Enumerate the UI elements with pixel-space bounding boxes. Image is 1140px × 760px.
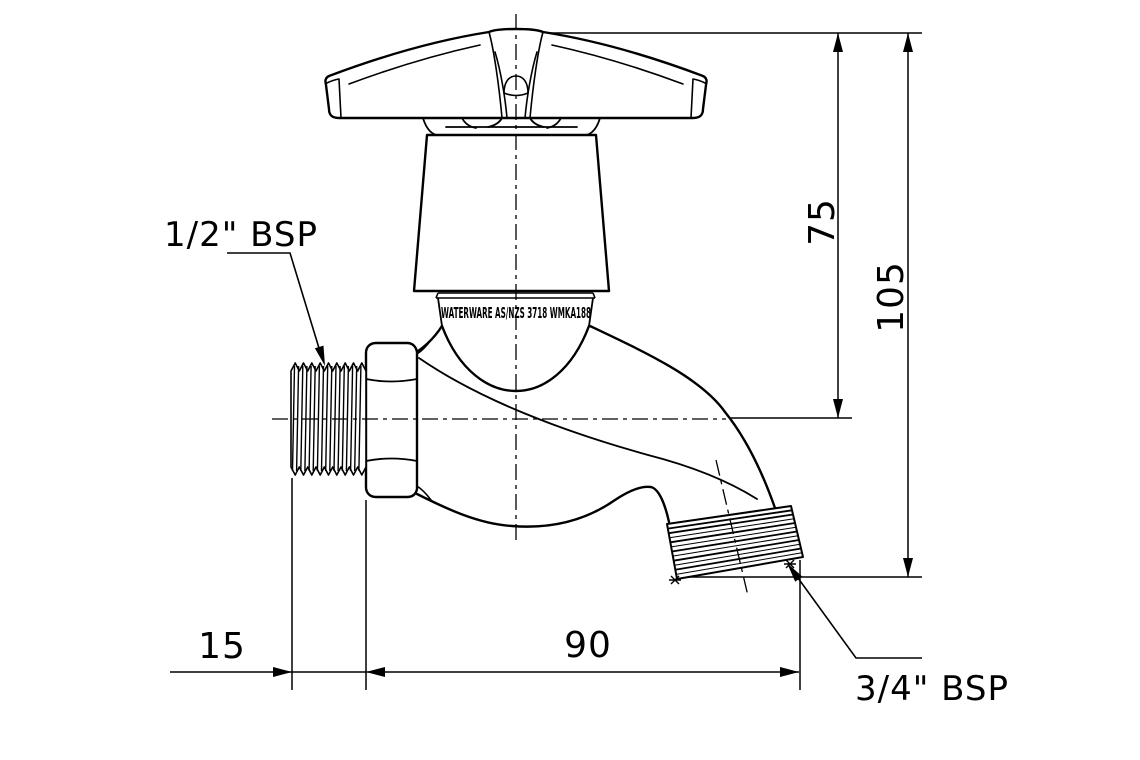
- arrow-105-top: [903, 33, 913, 52]
- body-marking-text: WATERWARE AS/NZS 3718 WMKA188: [441, 304, 591, 322]
- marking-band: [437, 297, 594, 327]
- body-bulge-crease: [418, 357, 758, 500]
- inlet-size-label: 1/2" BSP: [164, 215, 318, 255]
- dim-value-15: 15: [198, 626, 246, 667]
- drawing-text: 1/2" BSP 3/4" BSP WATERWARE AS/NZS 3718 …: [164, 198, 1009, 709]
- arrow-15-right: [273, 667, 292, 677]
- nut-fillet-bottom: [416, 485, 432, 501]
- handle-right-cap-line: [690, 78, 706, 119]
- leader-arrowheads: [314, 345, 803, 582]
- valve-body: [408, 324, 777, 528]
- handle-hub-inner-right: [524, 51, 538, 119]
- thread-runout-marks: [669, 559, 796, 585]
- nut-facet-top: [365, 378, 418, 383]
- nut-outline: [364, 341, 419, 499]
- handle-hub-right: [529, 31, 544, 119]
- outlet-axis-centerline: [715, 459, 749, 597]
- arrow-75-top: [833, 33, 843, 52]
- skirt-petal-1: [461, 117, 477, 129]
- body-neck-u-curve: [440, 324, 591, 393]
- leader-outlet-label: [797, 577, 922, 659]
- handle-inner-edge-left: [348, 44, 481, 85]
- body-fill: [410, 326, 775, 527]
- centerlines: [272, 14, 749, 597]
- skirt-petal-3: [529, 117, 545, 128]
- hex-nut: [364, 341, 419, 499]
- arrow-outlet-leader: [787, 563, 803, 582]
- outlet-size-label: 3/4" BSP: [855, 669, 1009, 709]
- bonnet-body: [412, 133, 611, 293]
- handle-left-cap-line: [326, 78, 342, 119]
- spout-outer-edge: [588, 324, 777, 510]
- dimensions: [170, 32, 922, 690]
- arrow-90-right: [780, 667, 799, 677]
- skirt-petal-2: [487, 117, 503, 128]
- handle-outline: [324, 27, 708, 120]
- handle-hub-inner-left: [494, 51, 508, 119]
- arrow-inlet-leader: [314, 345, 325, 366]
- leader-inlet-label: [227, 252, 323, 359]
- dimension-arrowheads: [273, 33, 913, 677]
- skirt-petal-4: [546, 117, 562, 129]
- skirt-right: [586, 117, 601, 136]
- nut-fillet-top: [416, 339, 432, 355]
- nut-facet-bottom: [365, 457, 418, 462]
- skirt-left: [422, 117, 437, 136]
- dim-value-105: 105: [871, 261, 912, 333]
- arrow-105-bottom: [903, 558, 913, 577]
- handle-inner-edge-right: [551, 44, 684, 85]
- arrow-90-left: [366, 667, 385, 677]
- body-underside-edge: [415, 485, 671, 528]
- bonnet: [412, 133, 611, 327]
- handle-skirt: [422, 117, 601, 136]
- dim-value-90: 90: [564, 625, 612, 666]
- handle-hub-left: [488, 31, 503, 119]
- arrow-75-bottom: [833, 399, 843, 418]
- leader-lines: [227, 252, 922, 659]
- dim-value-75: 75: [802, 198, 843, 246]
